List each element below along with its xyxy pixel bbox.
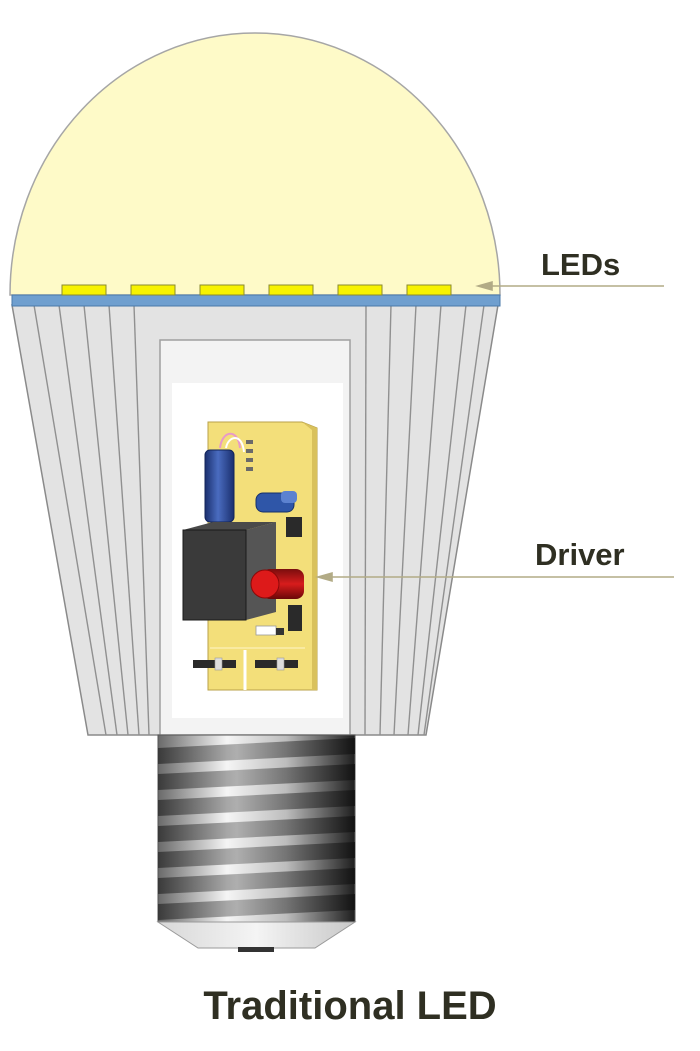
led-chip	[131, 285, 175, 295]
chip	[288, 605, 302, 631]
leds-label: LEDs	[541, 247, 620, 283]
led-chip	[62, 285, 106, 295]
driver-label: Driver	[535, 537, 625, 573]
bulb-tip	[158, 922, 355, 948]
led-chip	[338, 285, 382, 295]
led-chip	[200, 285, 244, 295]
led-chip	[269, 285, 313, 295]
diagram-caption: Traditional LED	[0, 984, 700, 1029]
bulb-dome	[10, 33, 500, 295]
red-component-cap	[251, 570, 279, 598]
led-board	[12, 295, 500, 306]
blue-capacitor	[205, 450, 234, 522]
led-chip	[407, 285, 451, 295]
chip	[286, 517, 302, 537]
bulb-contact	[238, 947, 274, 952]
